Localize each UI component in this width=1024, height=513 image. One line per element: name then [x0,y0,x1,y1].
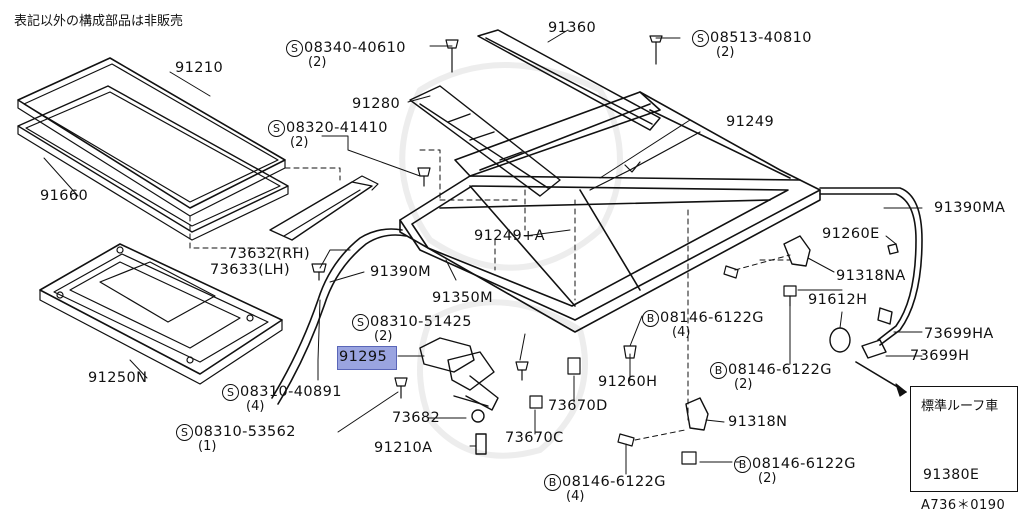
label-91210a[interactable]: 91210A [374,440,433,456]
watermark [399,62,623,459]
fastener-f1-qty: (2) [308,55,327,70]
inset-arrow-head [895,383,907,397]
note-text: 表記以外の構成部品は非販売 [14,14,184,29]
label-73670d[interactable]: 73670D [548,398,608,414]
label-91360[interactable]: 91360 [548,20,597,36]
fastener-f3-prefix-icon: S [268,120,285,137]
fastener-f4-prefix-icon: S [352,314,369,331]
fastener-f10-code[interactable]: 08146-6122G [562,474,666,490]
fastener-f7-prefix-icon: B [642,310,659,327]
fastener-f3-code[interactable]: 08320-41410 [286,120,388,136]
fastener-f7-qty: (4) [672,325,691,340]
frame-91350M [399,91,821,333]
label-91350m[interactable]: 91350M [432,290,494,306]
leader-lines [43,29,923,475]
label-91210[interactable]: 91210 [175,60,224,76]
label-73633[interactable]: 73633(LH) [210,262,291,278]
label-91318na[interactable]: 91318NA [836,268,906,284]
fastener-f2-code[interactable]: 08513-40810 [710,30,812,46]
cable-91249 [589,131,701,191]
inset-part-number[interactable]: 91380E [923,467,980,483]
label-91280[interactable]: 91280 [352,96,401,112]
fastener-f6-prefix-icon: S [176,424,193,441]
label-91390m[interactable]: 91390M [370,264,432,280]
fastener-f4-code[interactable]: 08310-51425 [370,314,472,330]
fastener-f6-qty: (1) [198,439,217,454]
label-73632[interactable]: 73632(RH) [228,246,311,262]
label-73682[interactable]: 73682 [392,410,441,426]
fastener-f5-prefix-icon: S [222,384,239,401]
sunshade-91250N [39,243,283,385]
bolts [311,35,797,465]
fastener-f1-code[interactable]: 08340-40610 [304,40,406,56]
label-91660[interactable]: 91660 [40,188,89,204]
label-73699ha[interactable]: 73699HA [924,326,994,342]
fastener-f4-qty: (2) [374,329,393,344]
seal-91660 [17,85,289,241]
label-91260h[interactable]: 91260H [598,374,658,390]
inset-title: 標準ルーフ車 [921,399,999,414]
inset-standard-roof: 標準ルーフ車 91380E [910,386,1018,492]
fastener-f8-qty: (2) [734,377,753,392]
fastener-f8-code[interactable]: 08146-6122G [728,362,832,378]
fastener-f9-prefix-icon: B [734,456,751,473]
fastener-f1-prefix-icon: S [286,40,303,57]
label-91249[interactable]: 91249 [726,114,775,130]
label-91390ma[interactable]: 91390MA [934,200,1006,216]
fastener-f2-qty: (2) [716,45,735,60]
label-73670c[interactable]: 73670C [505,430,564,446]
label-91260e[interactable]: 91260E [822,226,880,242]
fastener-f7-code[interactable]: 08146-6122G [660,310,764,326]
rear-rail-91280 [409,85,561,197]
fastener-f5-code[interactable]: 08310-40891 [240,384,342,400]
motor-91295 [419,337,499,455]
fastener-f10-prefix-icon: B [544,474,561,491]
fastener-f10-qty: (4) [566,489,585,504]
guide-lines [189,149,791,463]
label-91250n[interactable]: 91250N [88,370,148,386]
fastener-f6-code[interactable]: 08310-53562 [194,424,296,440]
wind-deflector [269,175,379,241]
highlight-box [337,346,397,370]
fastener-f2-prefix-icon: S [692,30,709,47]
drain-hose-91390MA [819,187,923,346]
label-73699h[interactable]: 73699H [910,348,970,364]
grommet-clips [829,307,893,359]
fastener-f5-qty: (4) [246,399,265,414]
fastener-f9-code[interactable]: 08146-6122G [752,456,856,472]
front-rail-91360 [477,29,661,131]
fastener-f3-qty: (2) [290,135,309,150]
drain-hose-91390M [271,228,407,405]
diagram-code: A736＊0190 [921,498,1006,513]
label-91295[interactable]: 91295 [339,349,388,365]
label-91318n[interactable]: 91318N [728,414,788,430]
brackets [685,235,899,431]
fastener-f9-qty: (2) [758,471,777,486]
label-91612h[interactable]: 91612H [808,292,868,308]
label-91249a[interactable]: 91249+A [474,228,545,244]
fastener-f8-prefix-icon: B [710,362,727,379]
